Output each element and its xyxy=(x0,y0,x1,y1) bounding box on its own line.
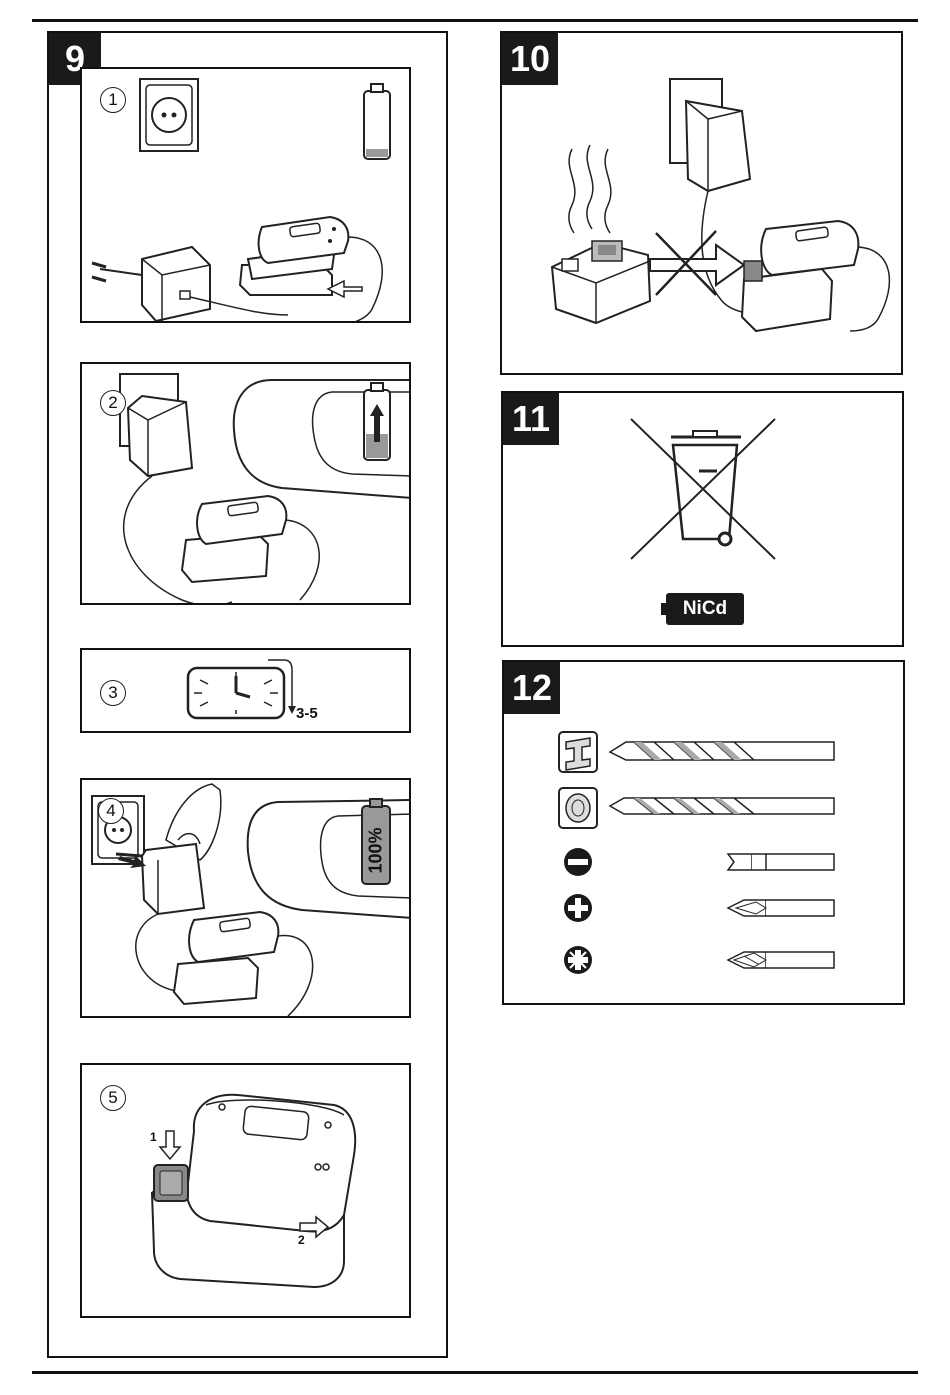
step-2-number: 2 xyxy=(100,390,126,416)
battery-type-label: NiCd xyxy=(666,598,744,620)
figure-10-panel: 10 xyxy=(500,31,903,375)
remove-battery-drawing xyxy=(82,1065,411,1318)
wall-socket-charger-battery-drawing xyxy=(82,69,411,323)
step-4-illustration: 4 100% xyxy=(80,778,411,1018)
full-charge-label: 100% xyxy=(366,828,387,874)
clock-icon xyxy=(82,650,411,733)
step-1-illustration: 1 xyxy=(80,67,411,323)
step-5-illustration: 5 1 2 xyxy=(80,1063,411,1318)
charger-plugged-charging-drawing xyxy=(82,364,411,605)
unplug-charger-full-drawing xyxy=(82,780,411,1018)
charge-time-label: 3-5 xyxy=(296,705,318,722)
drill-bits-drawing xyxy=(504,662,907,1007)
step-3-illustration: 3 3-5 xyxy=(80,648,411,733)
wrong-charger-warning-drawing xyxy=(502,33,905,377)
arrow-label-1: 1 xyxy=(150,1130,157,1144)
arrow-label-2: 2 xyxy=(298,1233,305,1247)
step-4-number: 4 xyxy=(98,798,124,824)
figure-12-panel: 12 xyxy=(502,660,905,1005)
top-rule xyxy=(32,19,918,22)
figure-11-panel: 11 NiCd xyxy=(501,391,904,647)
bottom-rule xyxy=(32,1371,918,1374)
step-2-illustration: 2 xyxy=(80,362,411,605)
